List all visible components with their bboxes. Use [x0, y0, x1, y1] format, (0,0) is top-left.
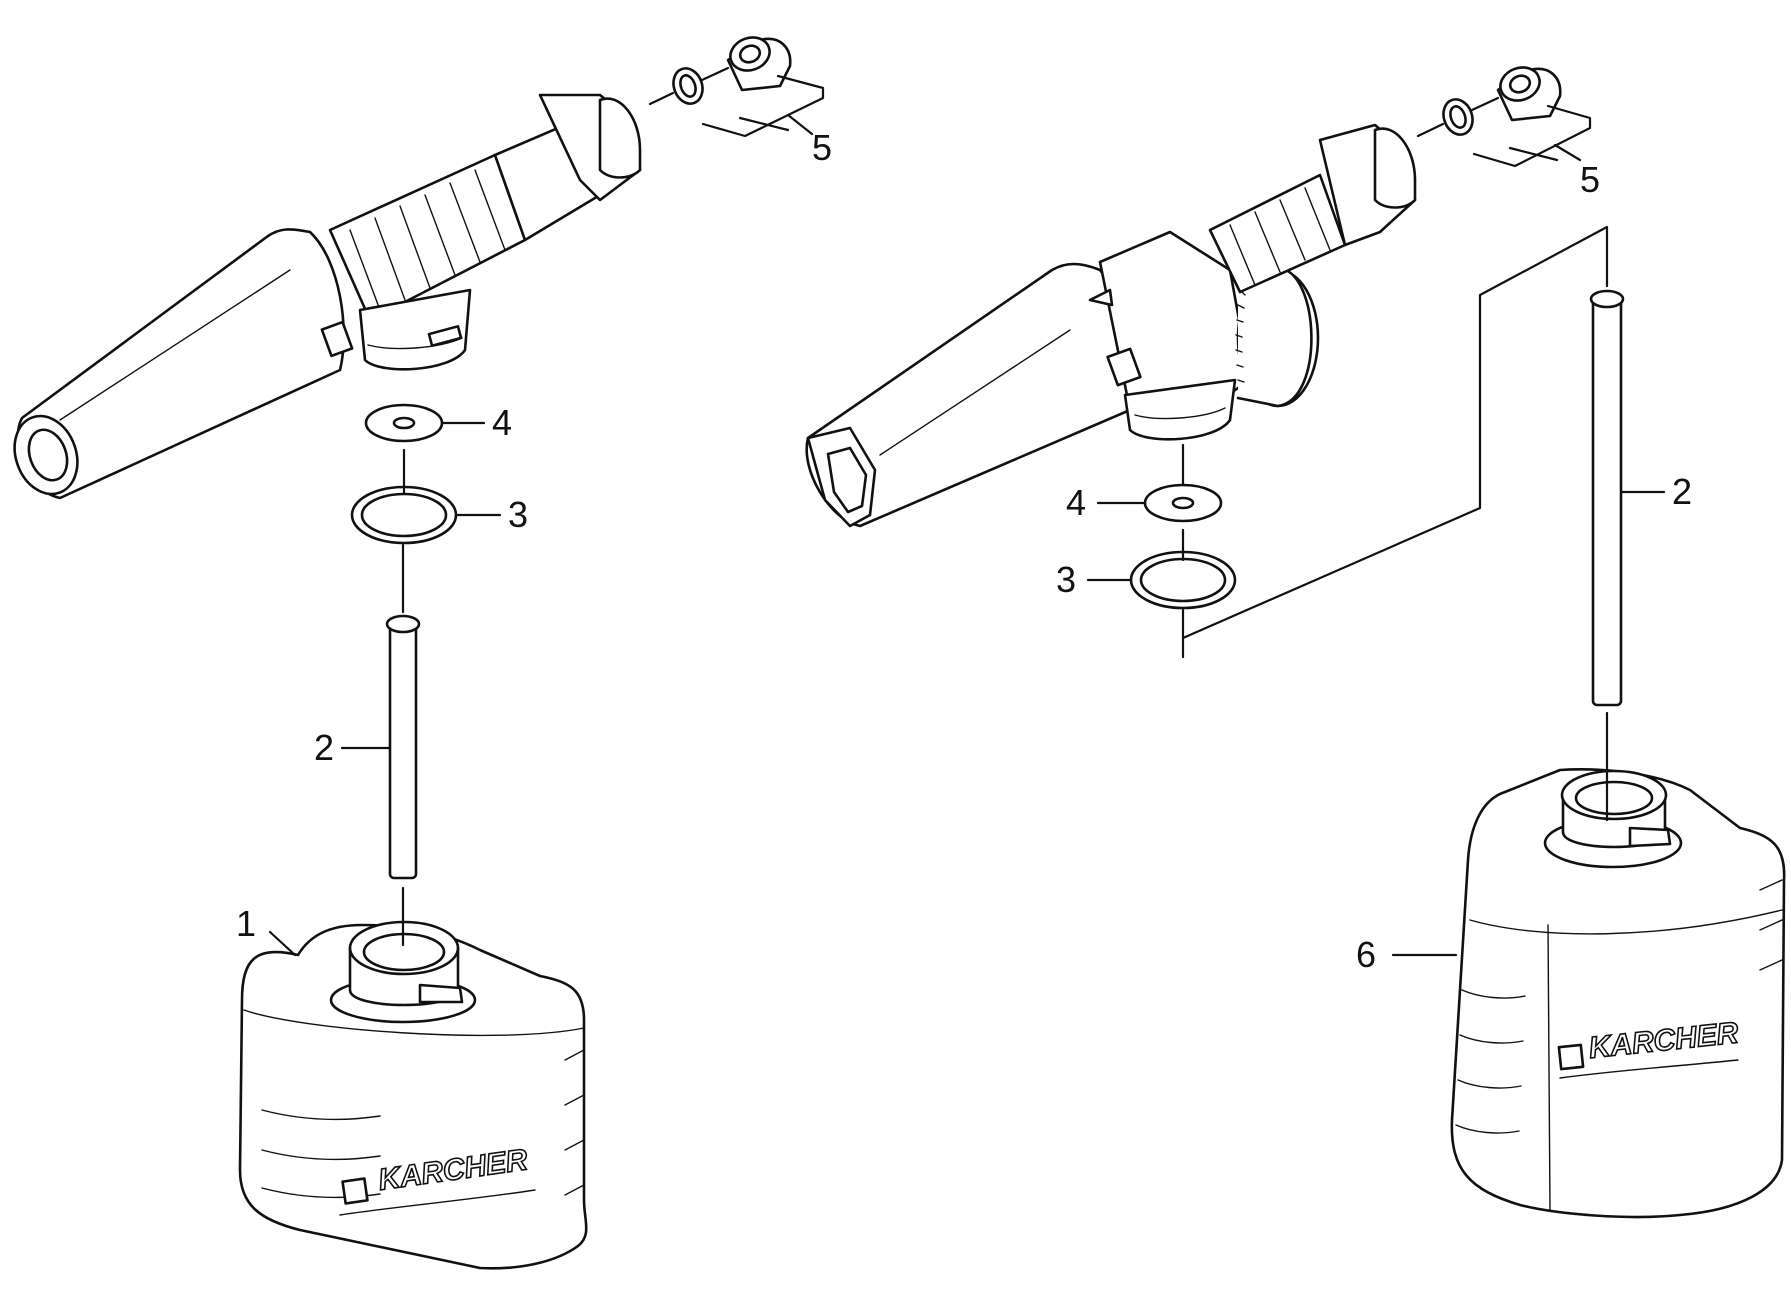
left-o-ring [350, 448, 458, 545]
right-washer [1143, 443, 1223, 523]
left-foam-nozzle [13, 93, 642, 500]
right-callout-6: 6 [1356, 934, 1376, 975]
right-callouts: 2 3 4 5 6 [1056, 143, 1692, 975]
right-foam-nozzle [805, 123, 1417, 528]
left-callout-1: 1 [236, 903, 256, 944]
right-callout-3: 3 [1056, 559, 1076, 600]
left-suction-tube [385, 543, 421, 947]
left-callouts: 1 2 3 4 5 [236, 113, 832, 957]
right-o-ring [1129, 528, 1237, 640]
left-nozzle-insert-set [648, 36, 825, 138]
right-assembly: KARCHER [805, 66, 1786, 1219]
left-bottle: KARCHER [238, 920, 588, 1270]
left-callout-5: 5 [812, 127, 832, 168]
left-assembly: KARCHER [13, 36, 832, 1270]
right-brand-emblem [1557, 1043, 1585, 1071]
right-callout-2: 2 [1672, 471, 1692, 512]
left-brand-emblem [341, 1177, 369, 1205]
left-callout-2: 2 [314, 727, 334, 768]
left-callout-4: 4 [492, 402, 512, 443]
right-callout-5: 5 [1580, 159, 1600, 200]
left-washer [364, 403, 444, 443]
right-nozzle-insert-set [1416, 66, 1592, 168]
left-callout-3: 3 [508, 494, 528, 535]
right-suction-tube [1181, 225, 1625, 822]
right-callout-4: 4 [1066, 482, 1086, 523]
right-bottle: KARCHER [1450, 768, 1786, 1219]
